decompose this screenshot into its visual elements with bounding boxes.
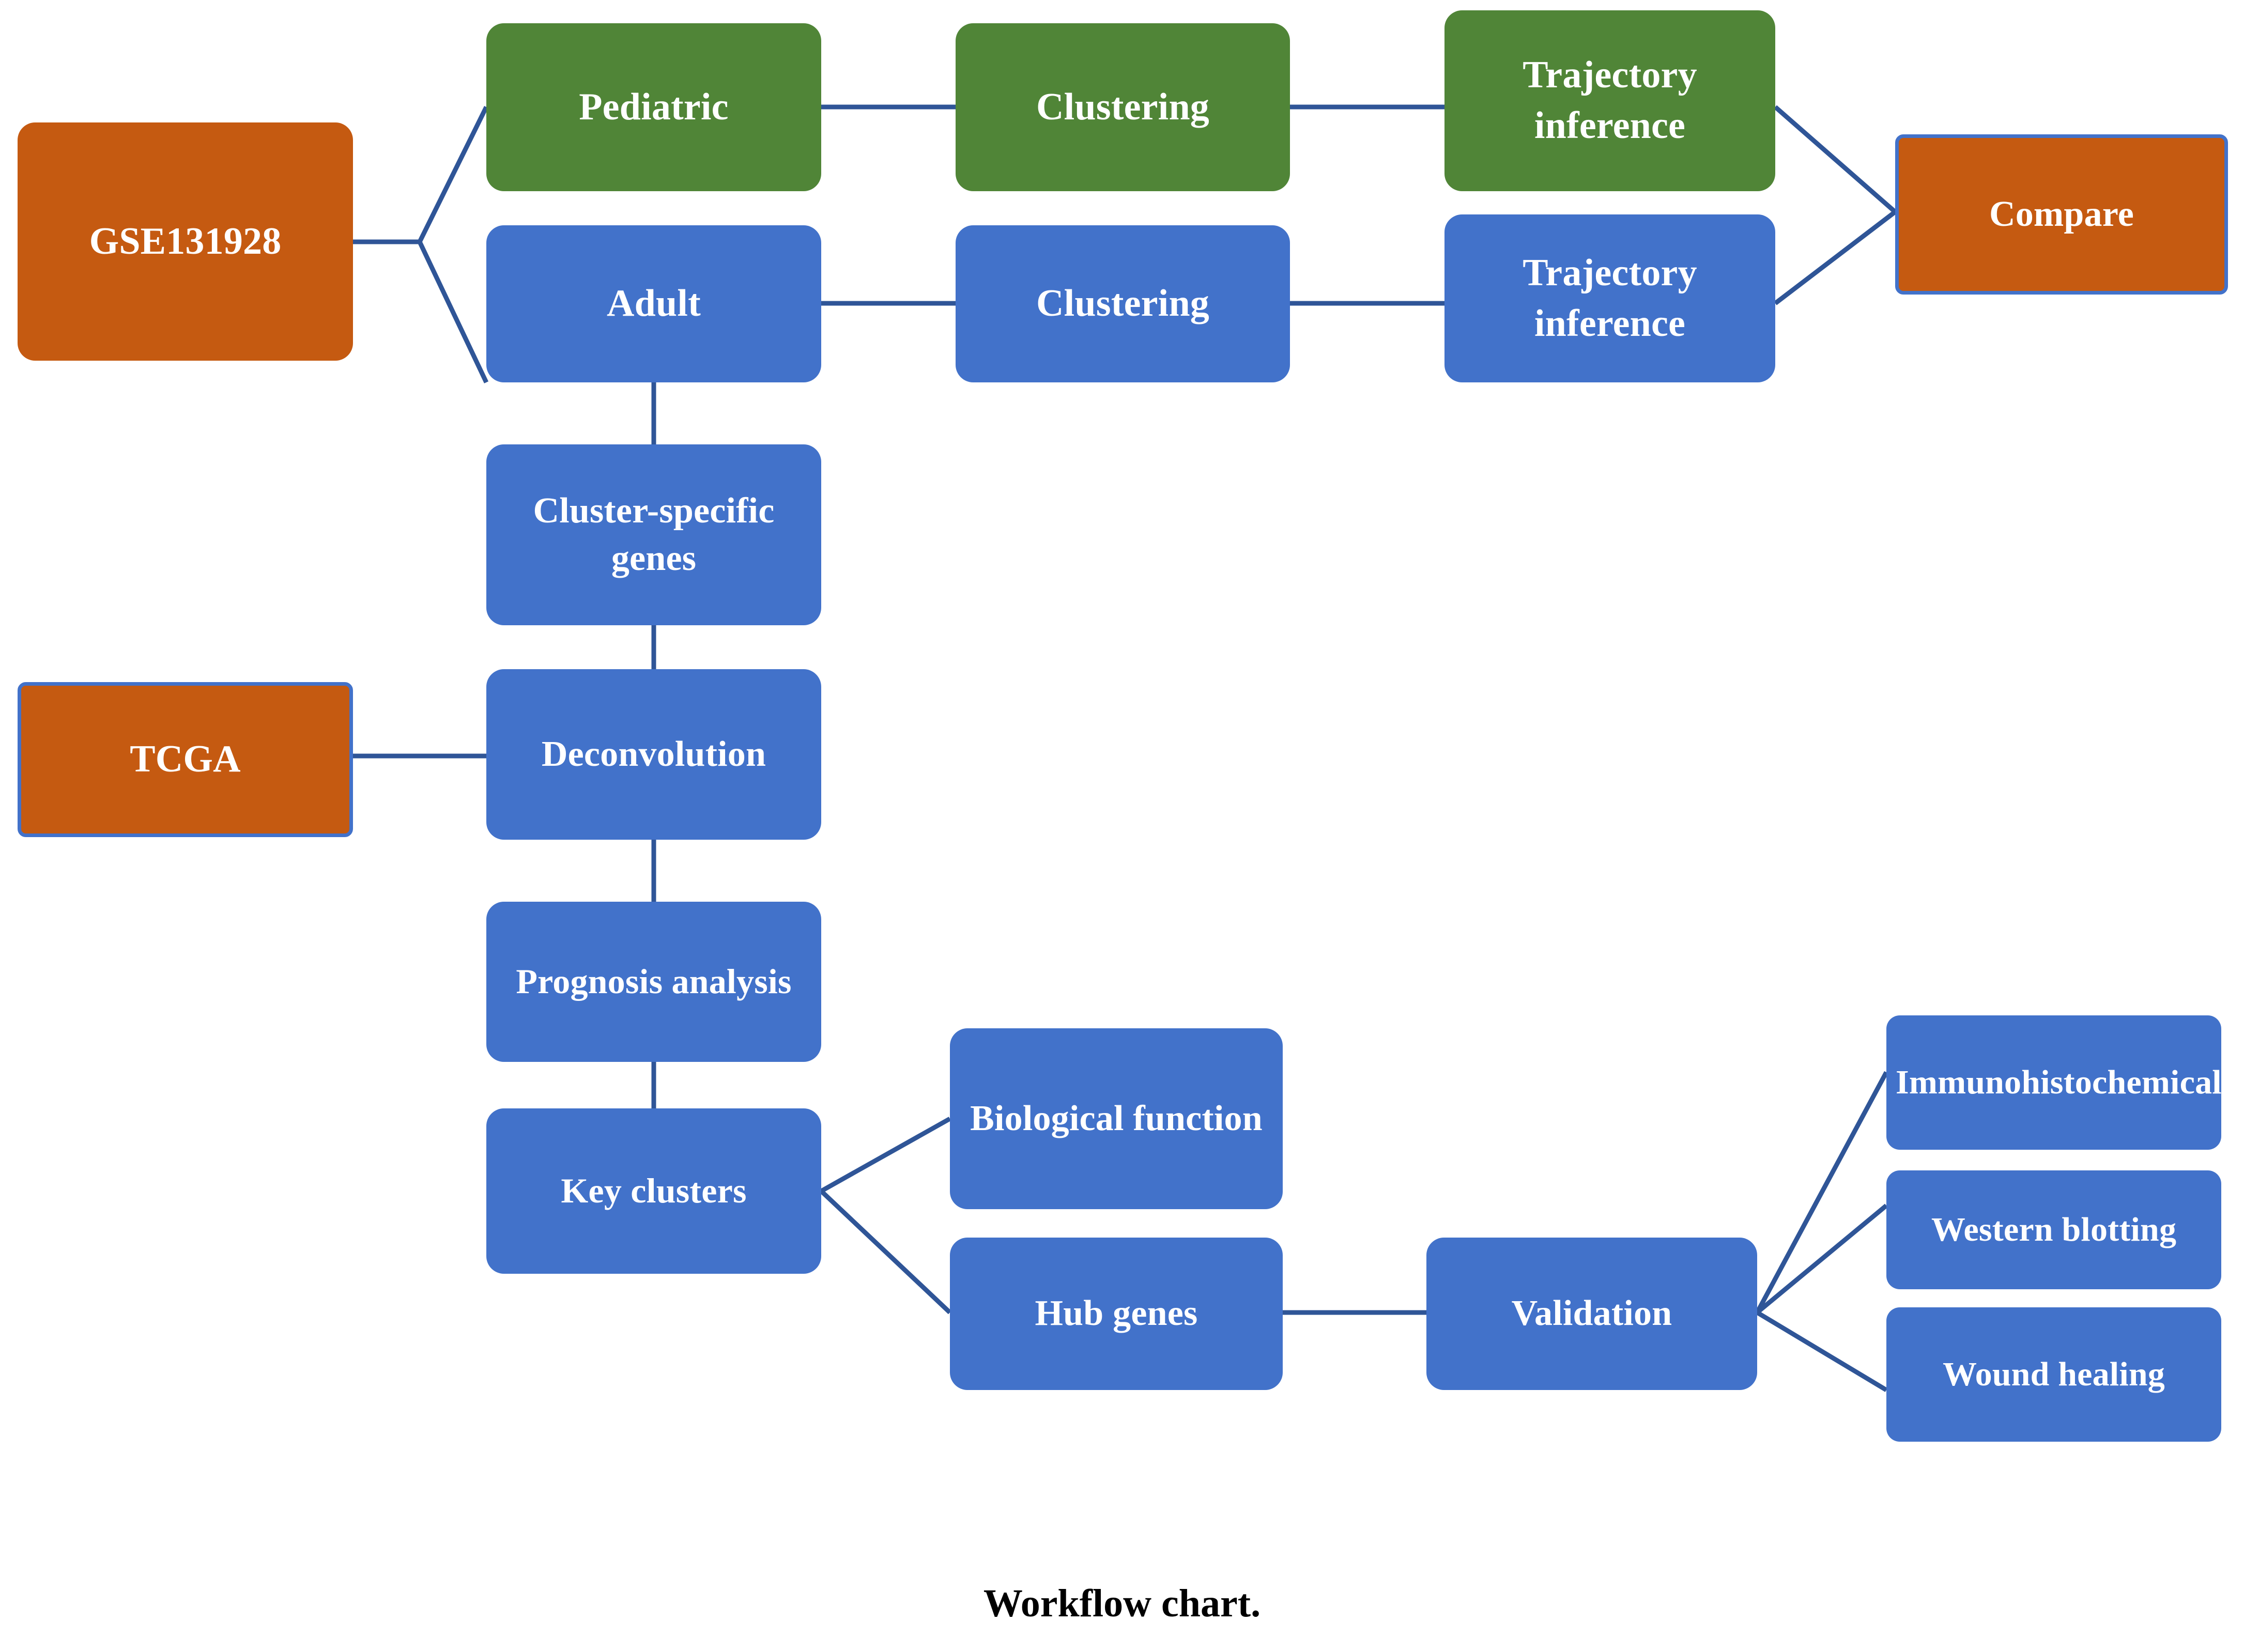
node-prognosis-analysis[interactable]: Prognosis analysis	[486, 902, 821, 1062]
node-gse131928[interactable]: GSE131928	[18, 122, 353, 361]
edge-trajectory-ped-to-compare	[1774, 105, 1897, 214]
edge-trajectory-adult-to-compare	[1774, 210, 1897, 305]
edge-gse-to-pediatric	[353, 106, 489, 244]
node-validation[interactable]: Validation	[1426, 1238, 1757, 1390]
node-label: Western blotting	[1931, 1211, 2177, 1249]
figure-caption: Workflow chart.	[0, 1581, 2244, 1626]
node-western-blotting[interactable]: Western blotting	[1886, 1170, 2221, 1289]
node-label: Clustering	[1036, 85, 1209, 128]
node-label: Trajectory inference	[1523, 54, 1697, 147]
node-label: TCGA	[130, 738, 241, 781]
node-label: Key clusters	[561, 1171, 747, 1211]
node-label: Clustering	[1036, 282, 1209, 325]
node-hub-genes[interactable]: Hub genes	[950, 1238, 1283, 1390]
edge-gse-to-adult	[353, 239, 489, 383]
node-tcga[interactable]: TCGA	[18, 682, 353, 837]
node-label: Cluster-specific genes	[533, 490, 775, 578]
caption-text: Workflow chart.	[983, 1582, 1261, 1625]
node-label: GSE131928	[89, 220, 282, 263]
node-clustering-adult[interactable]: Clustering	[956, 225, 1290, 382]
node-label: Wound healing	[1943, 1355, 2165, 1394]
node-label: Deconvolution	[541, 734, 766, 774]
edge-validation-to-western-blot	[1756, 1203, 1888, 1315]
node-biological-function[interactable]: Biological function	[950, 1028, 1283, 1209]
edge-key-clusters-to-hub-genes	[819, 1189, 952, 1315]
node-label: Pediatric	[579, 85, 729, 128]
node-label: Compare	[1989, 194, 2134, 234]
edge-validation-to-ihc	[1755, 1071, 1888, 1314]
node-clustering-pediatric[interactable]: Clustering	[956, 23, 1290, 191]
node-label: Hub genes	[1035, 1293, 1198, 1334]
node-trajectory-inference-adult[interactable]: Trajectory inference	[1444, 214, 1775, 382]
edge-validation-to-wound-healing	[1756, 1310, 1888, 1392]
node-label: Biological function	[970, 1098, 1263, 1138]
node-immunohistochemical[interactable]: Immunohistochemical	[1886, 1015, 2222, 1150]
node-key-clusters[interactable]: Key clusters	[486, 1108, 821, 1274]
node-label: Validation	[1511, 1293, 1672, 1334]
node-label: Trajectory inference	[1523, 251, 1697, 345]
node-label: Adult	[607, 282, 701, 325]
node-cluster-specific-genes[interactable]: Cluster-specific genes	[486, 444, 821, 625]
node-compare[interactable]: Compare	[1895, 134, 2228, 295]
node-wound-healing[interactable]: Wound healing	[1886, 1307, 2221, 1442]
node-adult[interactable]: Adult	[486, 225, 821, 382]
edge-key-clusters-to-biological-function	[820, 1117, 951, 1193]
node-label: Immunohistochemical	[1896, 1063, 2222, 1102]
node-label: Prognosis analysis	[516, 962, 792, 1001]
node-pediatric[interactable]: Pediatric	[486, 23, 821, 191]
node-deconvolution[interactable]: Deconvolution	[486, 669, 821, 840]
node-trajectory-inference-pediatric[interactable]: Trajectory inference	[1444, 10, 1775, 191]
